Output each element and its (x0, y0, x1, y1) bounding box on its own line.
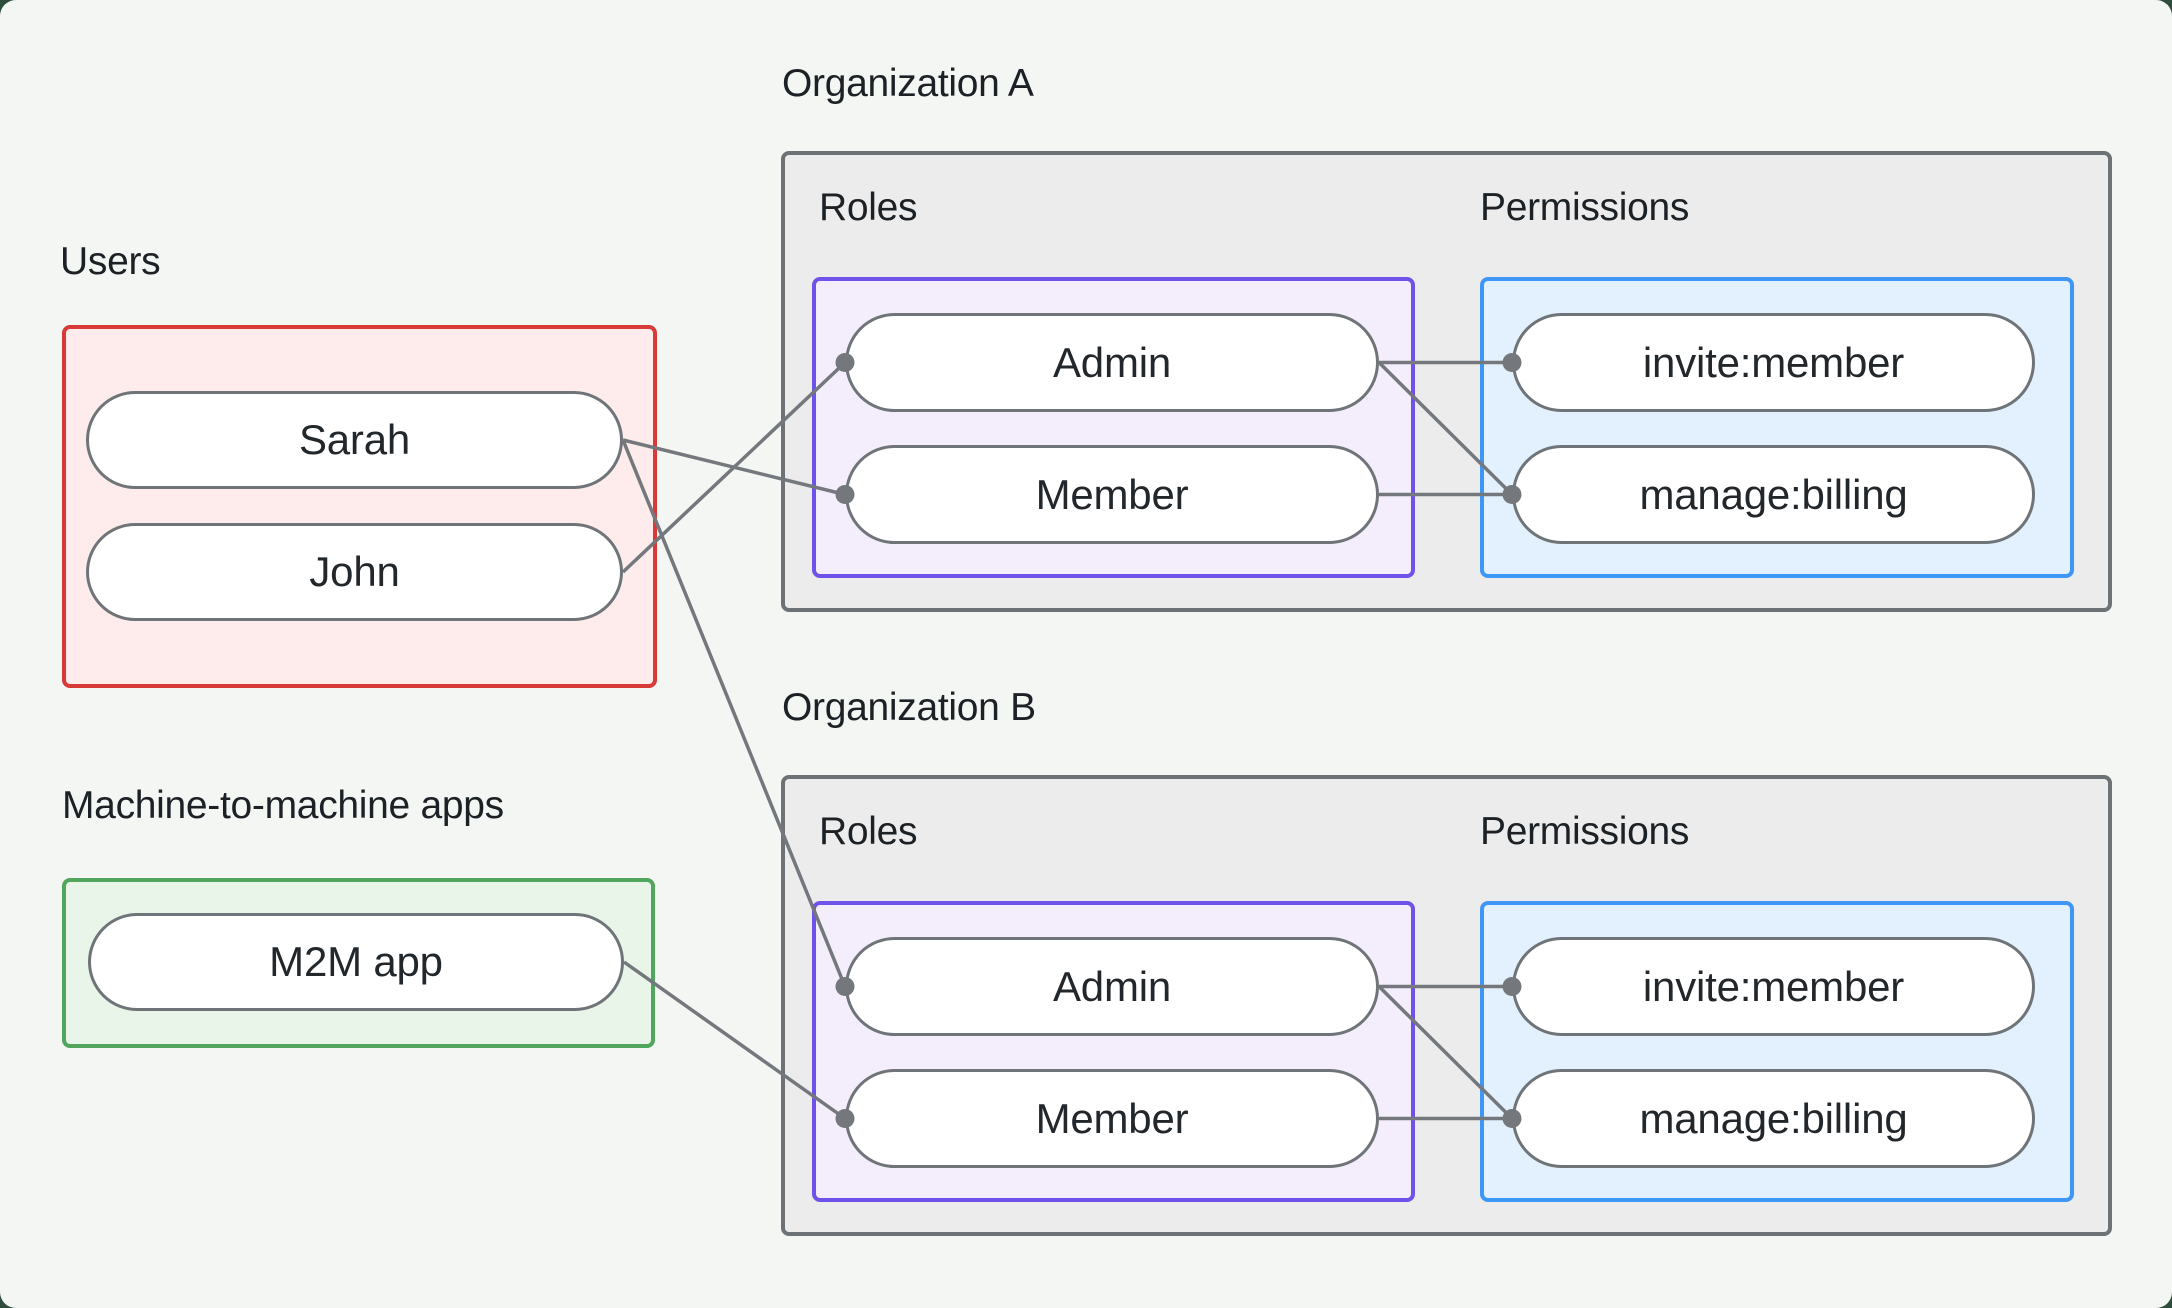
m2m-section-label: Machine-to-machine apps (62, 784, 504, 827)
org-a-role-admin: Admin (845, 313, 1379, 412)
org-a-title: Organization A (782, 62, 1034, 105)
user-node-label: Sarah (298, 416, 411, 463)
user-node-sarah: Sarah (86, 391, 623, 489)
org-b-perm-manage-billing: manage:billing (1512, 1069, 2035, 1168)
m2m-node-label: M2M app (269, 938, 443, 985)
org-b-roles-label: Roles (819, 810, 918, 853)
org-a-roles-label: Roles (819, 186, 918, 229)
user-node-label: John (309, 548, 400, 595)
org-b-role-member: Member (845, 1069, 1379, 1168)
role-node-label: Member (1035, 1094, 1189, 1142)
permission-node-label: invite:member (1642, 962, 1905, 1010)
org-a-perm-manage-billing: manage:billing (1512, 445, 2035, 544)
permission-node-label: manage:billing (1639, 1094, 1908, 1142)
role-node-label: Admin (1052, 338, 1172, 386)
org-b-permissions-label: Permissions (1480, 810, 1690, 853)
org-a-role-member: Member (845, 445, 1379, 544)
m2m-node-app: M2M app (88, 913, 624, 1011)
org-a-permissions-label: Permissions (1480, 186, 1690, 229)
org-b-title: Organization B (782, 686, 1036, 729)
users-section-label: Users (60, 240, 161, 283)
org-a-perm-invite-member: invite:member (1512, 313, 2035, 412)
user-node-john: John (86, 523, 623, 621)
org-b-role-admin: Admin (845, 937, 1379, 1036)
users-group-box (62, 325, 657, 688)
org-b-perm-invite-member: invite:member (1512, 937, 2035, 1036)
permission-node-label: invite:member (1642, 338, 1905, 386)
role-node-label: Member (1035, 470, 1189, 518)
permission-node-label: manage:billing (1639, 470, 1908, 518)
role-node-label: Admin (1052, 962, 1172, 1010)
